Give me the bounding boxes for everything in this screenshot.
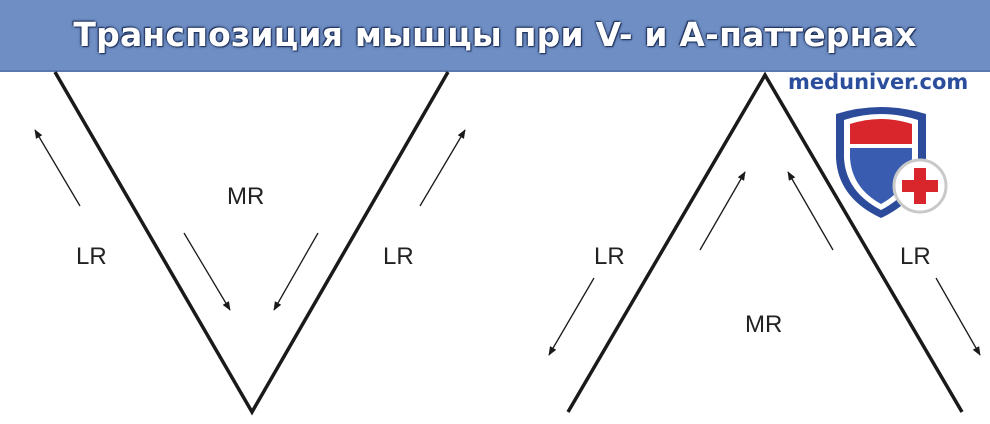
lr-left-arrow — [548, 277, 595, 356]
v-shape-lines — [53, 71, 450, 416]
shield-logo-icon — [836, 107, 948, 218]
a-lr-left-label: LR — [594, 243, 625, 270]
mr-left-arrow — [699, 171, 746, 251]
v-lr-right-label: LR — [383, 243, 414, 270]
v-lr-left-label: LR — [76, 243, 107, 270]
v-pattern: MR LR LR — [34, 71, 466, 416]
lr-right-arrow — [935, 277, 981, 356]
mr-left-arrow — [183, 232, 231, 311]
page-title: Транспозиция мышцы при V- и А-паттернах — [73, 15, 917, 54]
a-pattern: MR LR LR — [548, 71, 981, 413]
a-shape-lines — [566, 71, 964, 413]
site-watermark: meduniver.com — [788, 70, 969, 94]
lr-left-arrow — [34, 129, 81, 207]
lr-right-arrow — [419, 129, 466, 207]
a-lr-right-label: LR — [900, 243, 931, 270]
medical-cross-icon — [892, 158, 948, 214]
mr-right-arrow — [787, 171, 834, 251]
title-banner: Транспозиция мышцы при V- и А-паттернах — [0, 0, 990, 72]
v-mr-label: MR — [227, 183, 264, 210]
mr-right-arrow — [273, 232, 319, 311]
a-mr-label: MR — [745, 311, 782, 338]
